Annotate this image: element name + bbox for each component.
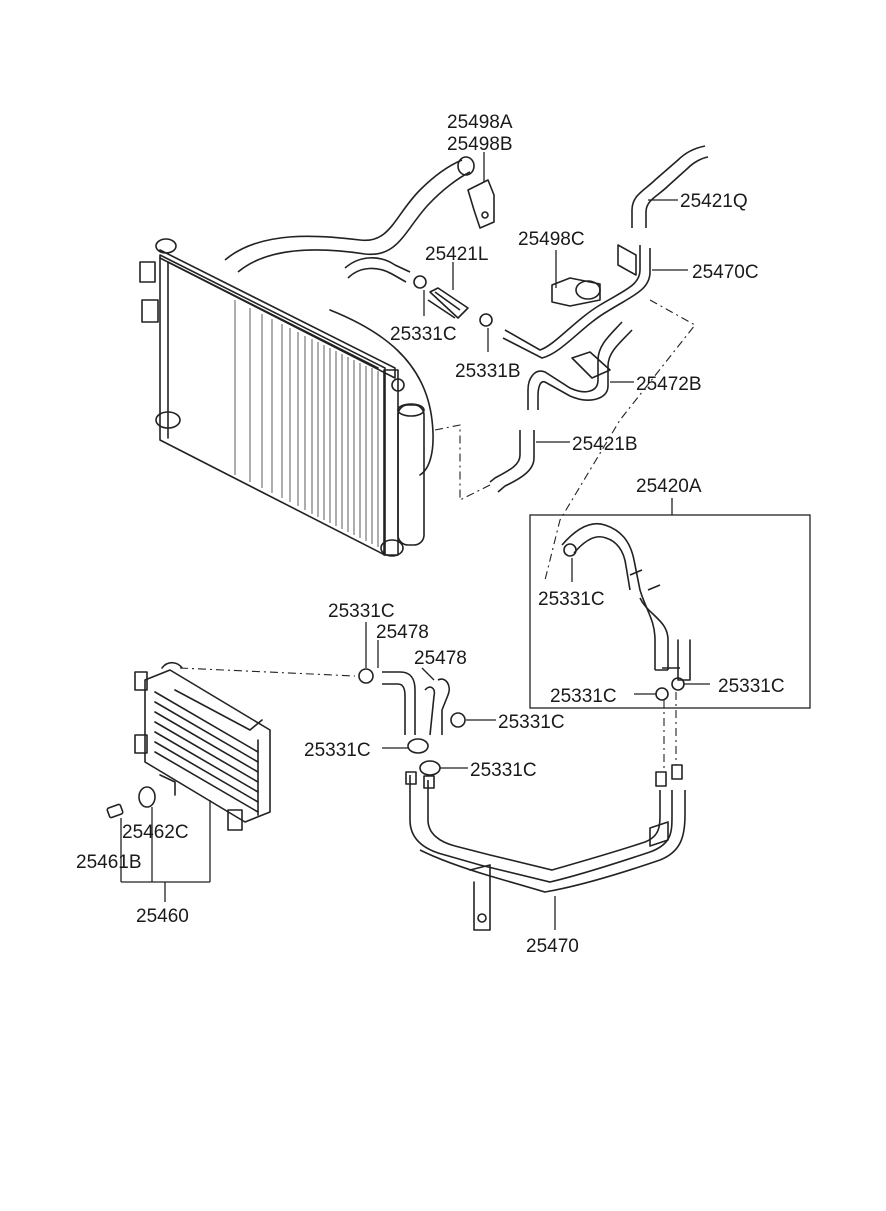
label-25470: 25470	[526, 936, 579, 957]
label-25421b: 25421B	[572, 434, 638, 455]
label-25331c-mid: 25331C	[498, 712, 565, 733]
hose-25421q	[631, 145, 706, 228]
label-25462c: 25462C	[122, 822, 189, 843]
label-25420a: 25420A	[636, 476, 702, 497]
label-25331b: 25331B	[455, 361, 521, 382]
label-25331c-lower-left: 25331C	[304, 740, 371, 761]
label-25498b: 25498B	[447, 134, 513, 155]
label-25421l: 25421L	[425, 244, 488, 265]
oil-cooler-icon	[134, 661, 271, 831]
mounting-bracket-icon	[551, 277, 601, 307]
label-25331c-box-right: 25331C	[718, 676, 785, 697]
pipe-25472b	[527, 321, 623, 410]
label-25472b: 25472B	[636, 374, 702, 395]
label-25331c-lower: 25331C	[470, 760, 537, 781]
pipe-25420a	[561, 523, 656, 670]
label-25498a: 25498A	[447, 112, 513, 133]
assembly-box-25420a	[529, 514, 811, 709]
label-25461b: 25461B	[76, 852, 142, 873]
label-25331c-box-mid: 25331C	[550, 686, 617, 707]
label-25470c: 25470C	[692, 262, 759, 283]
label-25478-a: 25478	[376, 622, 429, 643]
hose-clamp-icon	[413, 275, 493, 327]
label-25331c-left: 25331C	[328, 601, 395, 622]
nut-icon	[138, 786, 156, 808]
label-25331c-box-left: 25331C	[538, 589, 605, 610]
hose-25421l	[427, 291, 461, 319]
pipe-25470	[409, 775, 673, 883]
hose-25478-a	[382, 671, 416, 735]
label-25478-b: 25478	[414, 648, 467, 669]
hose-25478-b	[424, 678, 450, 736]
bolt-icon	[106, 803, 124, 819]
upper-hose	[224, 159, 463, 261]
radiator-condenser-icon	[139, 238, 434, 557]
hose-25421b	[489, 430, 521, 483]
label-25498c: 25498C	[518, 229, 585, 250]
label-25331c-top: 25331C	[390, 324, 457, 345]
label-25421q: 25421Q	[680, 191, 748, 212]
pipe-25470c	[504, 245, 641, 351]
hose-clamp-icon	[563, 543, 685, 701]
mounting-bracket-icon	[467, 179, 495, 229]
label-25460: 25460	[136, 906, 189, 927]
